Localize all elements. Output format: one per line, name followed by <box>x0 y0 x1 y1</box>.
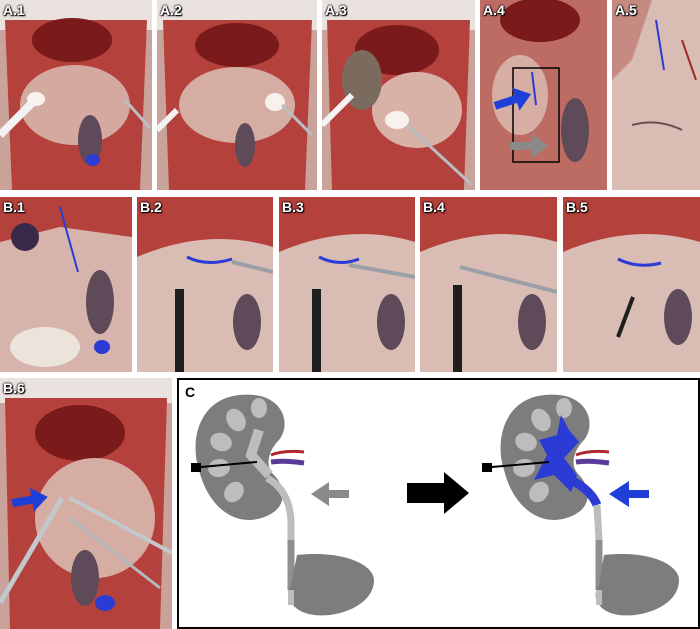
needle-icon <box>482 461 550 472</box>
surgical-photo <box>612 0 700 190</box>
needle-icon <box>616 296 635 338</box>
panel-label-b6: B.6 <box>3 380 25 396</box>
surgical-photo <box>0 197 132 372</box>
panel-label-b5: B.5 <box>566 199 588 215</box>
black-arrow-icon <box>407 472 469 514</box>
surgical-photo <box>0 378 172 629</box>
needle-icon <box>191 461 258 472</box>
surgical-photo <box>137 197 273 372</box>
panel-label-b2: B.2 <box>140 199 162 215</box>
photo-panel-a4: A.4 <box>480 0 607 190</box>
panel-label-b3: B.3 <box>282 199 304 215</box>
photo-panel-b6: B.6 <box>0 378 172 629</box>
panel-label-a2: A.2 <box>160 2 182 18</box>
forceps-icon <box>459 265 557 294</box>
blue-arrow-icon <box>609 481 649 507</box>
needle-icon <box>312 289 321 372</box>
bladder-icon <box>288 554 374 616</box>
surgical-photo <box>0 0 152 190</box>
panel-label-a5: A.5 <box>615 2 637 18</box>
surgical-photo <box>420 197 557 372</box>
gray-arrow-icon <box>510 134 548 158</box>
photo-panel-b4: B.4 <box>420 197 557 372</box>
photo-panel-b5: B.5 <box>563 197 700 372</box>
schematic-panel-c: C <box>177 378 700 629</box>
panel-label-b4: B.4 <box>423 199 445 215</box>
blue-arrow-icon <box>493 87 532 111</box>
bladder-icon <box>595 554 679 616</box>
photo-panel-b2: B.2 <box>137 197 273 372</box>
forceps-icon <box>0 496 65 605</box>
photo-panel-b3: B.3 <box>279 197 415 372</box>
gray-arrow-icon <box>311 482 349 506</box>
surgical-photo <box>563 197 700 372</box>
panel-label-a1: A.1 <box>3 2 25 18</box>
photo-panel-b1: B.1 <box>0 197 132 372</box>
panel-label-b1: B.1 <box>3 199 25 215</box>
surgical-photo <box>322 0 475 190</box>
surgical-photo <box>157 0 317 190</box>
surgical-photo <box>279 197 415 372</box>
kidney-icon <box>195 394 285 520</box>
photo-panel-a5: A.5 <box>612 0 700 190</box>
panel-label-a4: A.4 <box>483 2 505 18</box>
blue-arrow-icon <box>11 487 48 512</box>
panel-label-a3: A.3 <box>325 2 347 18</box>
photo-panel-a1: A.1 <box>0 0 152 190</box>
surgical-photo <box>480 0 607 190</box>
needle-icon <box>175 289 184 372</box>
forceps-icon <box>348 263 415 279</box>
kidney-icon <box>500 394 590 520</box>
inset-box <box>512 67 560 163</box>
photo-panel-a2: A.2 <box>157 0 317 190</box>
panel-label-c: C <box>185 384 196 400</box>
schematic-diagram <box>191 394 679 616</box>
needle-icon <box>453 285 462 372</box>
photo-panel-a3: A.3 <box>322 0 475 190</box>
forceps-icon <box>231 260 273 274</box>
